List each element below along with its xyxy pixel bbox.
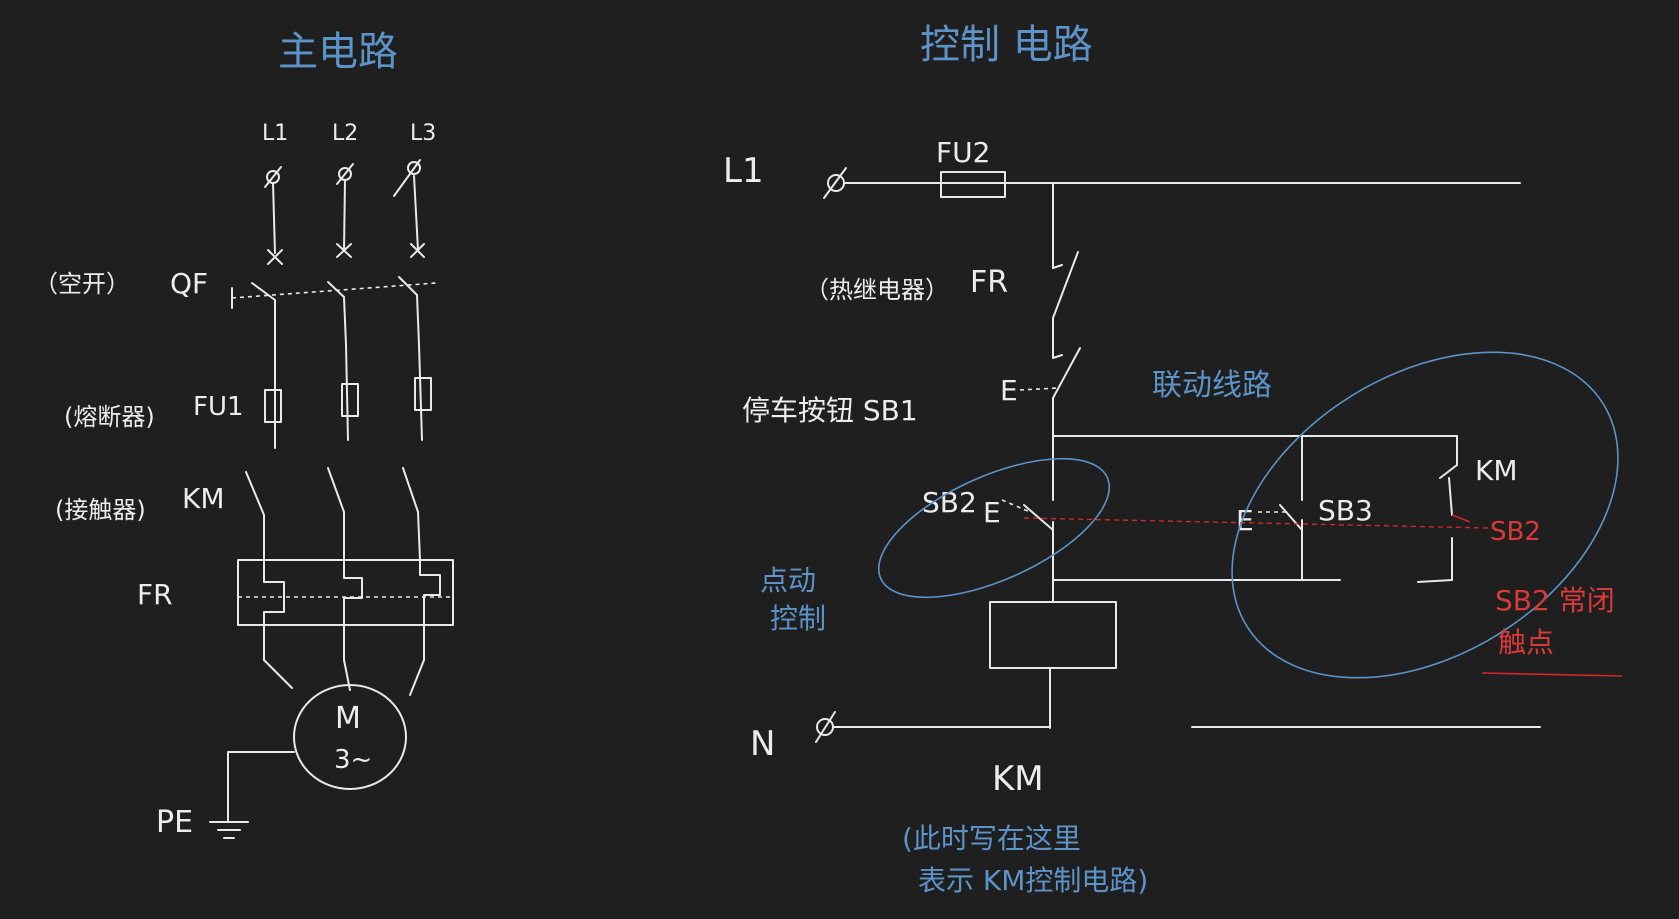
stop-button-sb1 [1019,347,1081,437]
breaker-label: QF [170,267,208,300]
sb2-nc-note-underline [1481,672,1623,677]
km-aux-label: KM [1475,454,1518,487]
jog-note-1: 点动 [760,564,816,597]
ground-pe [209,751,295,839]
linked-circuit-circle [1231,351,1619,679]
fuse-label: FU1 [193,392,244,422]
stop-button-label: 停车按钮 SB1 [742,394,918,427]
sb2-nc-contact [1417,514,1471,583]
phase-label-l1: L1 [262,121,288,146]
fuse-fu2-label: FU2 [936,136,990,169]
overload-fr [237,559,454,661]
main-circuit: 主电路 L1 L2 L3 （空开） QF [34,29,454,840]
breaker-note: （空开） [34,270,130,298]
footnote-line-1: (此时写在这里 [902,822,1081,855]
sb3-label: SB3 [1318,494,1373,527]
overload-label: FR [137,578,173,611]
line-label-l1: L1 [723,151,764,191]
phase-label-l2: L2 [332,121,358,146]
km-coil [989,601,1117,669]
contactor-label: KM [182,482,225,515]
jog-button-sb2 [1001,477,1054,581]
sb2-label: SB2 [922,486,977,519]
sb3-actuator: E [1236,504,1254,537]
start-button-sb3 [1258,435,1341,581]
control-circuit-title: 控制 电路 [920,22,1093,68]
contactor-km-contacts [245,467,421,561]
relay-label: FR [970,265,1008,300]
control-circuit: 控制 电路 L1 FU2 （热继电器） FR 停车按钮 SB1 E [723,22,1623,897]
relay-fr-contact [1052,251,1079,359]
relay-note: （热继电器） [805,276,949,304]
main-circuit-title: 主电路 [278,29,398,75]
motor: M 3~ [293,684,407,790]
km-aux-contact [1439,435,1458,516]
sb2-linkage-dashed [1023,517,1489,529]
footnote-line-2: 表示 KM控制电路) [918,864,1148,897]
sb2-nc-note-2: 触点 [1498,626,1554,659]
jog-control-circle [877,457,1111,599]
breaker-qf [231,276,437,346]
l1-terminal [823,167,847,199]
jog-note-2: 控制 [770,602,826,635]
fuse-note: (熔断器) [64,403,155,431]
phase-terminals [264,159,421,197]
motor-phase-label: 3~ [334,745,372,775]
stop-button-actuator: E [1000,374,1018,407]
motor-label: M [335,701,361,736]
sb2-nc-note-1: SB2 常闭 [1495,584,1615,617]
contactor-note: (接触器) [55,496,146,524]
phase-label-l3: L3 [410,121,436,146]
neutral-label: N [750,724,775,764]
coil-label: KM [992,759,1044,799]
fuse-fu1 [264,344,432,449]
ground-label: PE [156,805,193,840]
sb2-actuator: E [983,496,1001,529]
linked-circuit-note: 联动线路 [1152,368,1272,403]
breaker-contact-marks [267,243,425,265]
sb2-nc-label: SB2 [1490,517,1541,547]
fuse-fu2 [940,171,1006,198]
